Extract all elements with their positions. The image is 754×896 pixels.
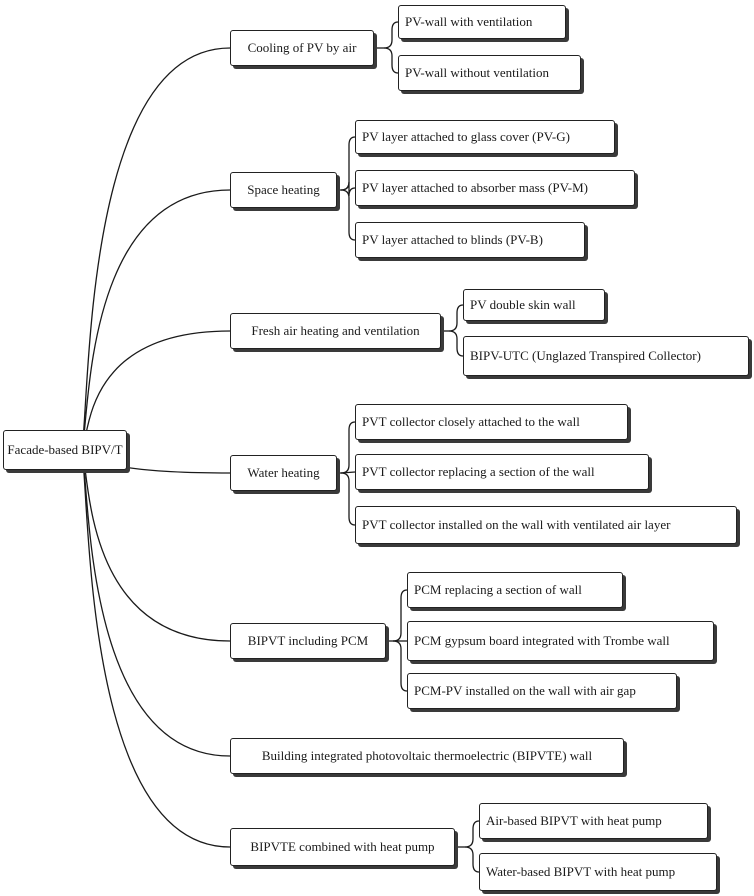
edge-root-to-category-4 [81,449,231,642]
edge-category-1-leaf-1 [340,181,356,197]
root-node: Facade-based BIPV/T [3,430,127,470]
leaf-pv-double-skin-wall: PV double skin wall [463,289,605,321]
edge-category-2-leaf-1 [448,330,464,357]
leaf-pv-g: PV layer attached to glass cover (PV-G) [355,120,615,154]
edge-category-1-leaf-2 [340,189,356,241]
edge-category-4-leaf-2 [392,640,408,692]
edge-category-4-leaf-0 [392,589,408,642]
category-fresh-air-heating: Fresh air heating and ventilation [230,313,441,349]
category-bipvt-including-pcm: BIPVT including PCM [230,623,386,659]
edge-category-3-leaf-0 [340,421,356,474]
edge-root-to-category-6 [81,449,231,848]
leaf-pvt-closely-attached: PVT collector closely attached to the wa… [355,404,628,440]
edge-root-to-category-5 [81,449,231,757]
leaf-pv-m: PV layer attached to absorber mass (PV-M… [355,170,635,206]
leaf-bipv-utc: BIPV-UTC (Unglazed Transpired Collector) [463,336,749,376]
leaf-pvt-replacing-section: PVT collector replacing a section of the… [355,454,649,490]
category-space-heating: Space heating [230,172,337,208]
leaf-pcm-pv-air-gap: PCM-PV installed on the wall with air ga… [407,673,677,709]
edge-category-1-leaf-0 [340,136,356,191]
edge-category-3-leaf-2 [340,472,356,526]
category-water-heating: Water heating [230,455,337,491]
category-bipvte-heat-pump: BIPVTE combined with heat pump [230,828,455,866]
edge-category-6-leaf-0 [464,820,480,848]
leaf-pv-wall-with-ventilation: PV-wall with ventilation [398,5,566,39]
leaf-pv-wall-without-ventilation: PV-wall without ventilation [398,55,581,91]
leaf-air-based-bipvt-heat-pump: Air-based BIPVT with heat pump [479,803,708,839]
edge-category-6-leaf-1 [464,846,480,873]
edge-category-0-leaf-1 [383,47,399,74]
leaf-pvt-ventilated-air-layer: PVT collector installed on the wall with… [355,506,737,544]
category-bipvte-wall: Building integrated photovoltaic thermoe… [230,738,624,774]
leaf-pcm-replacing-section: PCM replacing a section of wall [407,572,623,608]
leaf-water-based-bipvt-heat-pump: Water-based BIPVT with heat pump [479,853,717,891]
edge-root-to-category-0 [81,47,231,451]
leaf-pv-b: PV layer attached to blinds (PV-B) [355,222,585,258]
leaf-pcm-gypsum-trombe: PCM gypsum board integrated with Trombe … [407,621,714,661]
category-cooling-of-pv-by-air: Cooling of PV by air [230,30,374,66]
edge-category-2-leaf-0 [448,304,464,332]
edge-category-0-leaf-0 [383,21,399,49]
edge-root-to-category-1 [81,189,231,451]
